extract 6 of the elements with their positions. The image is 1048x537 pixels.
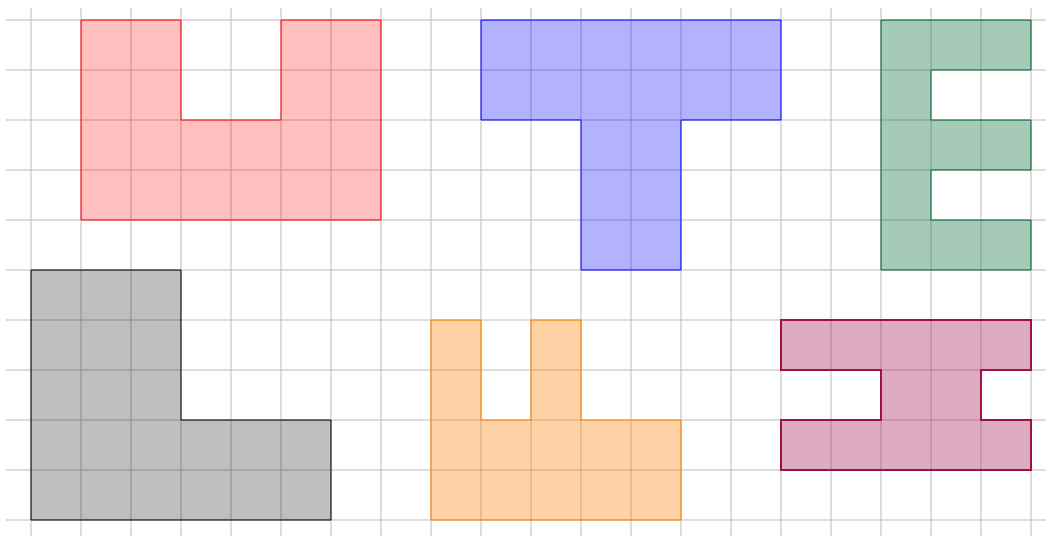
- e-shape: [880, 19, 1032, 271]
- u-shape: [80, 19, 382, 221]
- i-beam-shape: [780, 319, 1032, 471]
- t-shape: [480, 19, 782, 271]
- l-shape: [30, 269, 332, 521]
- fork-shape: [430, 319, 682, 521]
